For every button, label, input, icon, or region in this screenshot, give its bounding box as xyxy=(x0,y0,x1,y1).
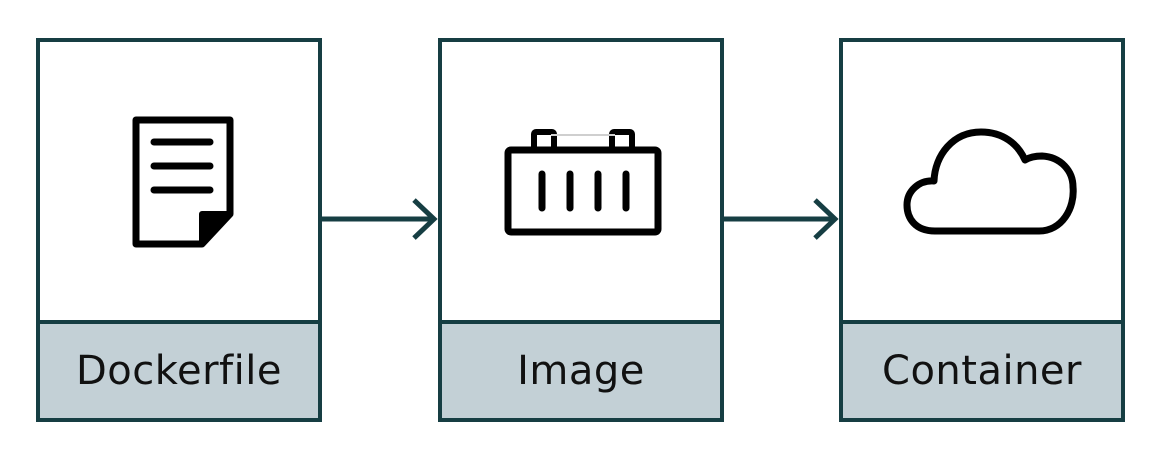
card-icon-area xyxy=(843,42,1121,320)
cloud-icon xyxy=(903,128,1077,235)
container-box-icon xyxy=(504,129,662,236)
step-card-container: Container xyxy=(839,38,1125,422)
arrow-right-icon xyxy=(723,198,839,240)
step-card-dockerfile: Dockerfile xyxy=(36,38,322,422)
flow-arrow xyxy=(723,194,841,244)
document-icon xyxy=(132,116,234,248)
step-label: Container xyxy=(843,320,1121,418)
flow-arrow xyxy=(322,194,440,244)
step-card-image: Image xyxy=(438,38,724,422)
step-label: Image xyxy=(442,320,720,418)
step-label: Dockerfile xyxy=(40,320,318,418)
arrow-right-icon xyxy=(322,198,438,240)
card-icon-area xyxy=(40,42,318,320)
card-icon-area xyxy=(442,42,720,320)
